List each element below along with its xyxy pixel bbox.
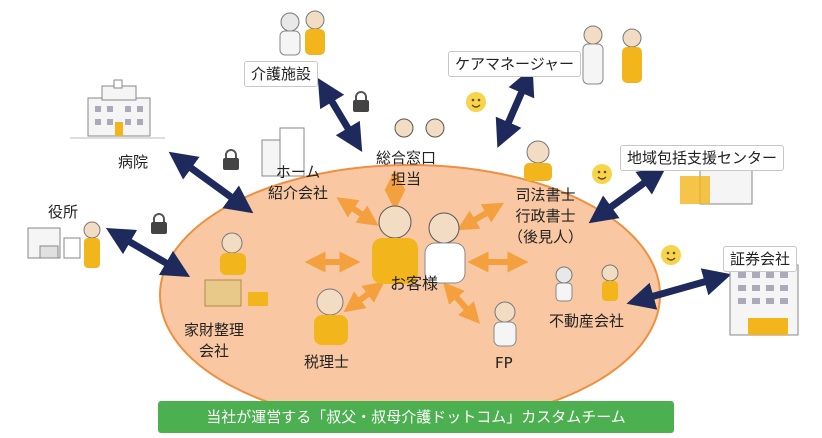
- label-shiho-shoshi-line1: 司法書士: [515, 186, 576, 204]
- label-zeirishi: 税理士: [304, 353, 350, 371]
- label-shiho-shoshi: 司法書士 行政書士 （後見人）: [508, 185, 583, 248]
- label-shiho-shoshi-line2: 行政書士: [515, 207, 576, 225]
- label-sogo-madoguchi: 総合窓口 担当: [376, 148, 436, 190]
- team-banner: 当社が運営する「叔父・叔母介護ドットコム」カスタムチーム: [158, 401, 674, 433]
- arrow-kaigo: [317, 77, 363, 153]
- lock-icon: [151, 213, 167, 234]
- arrow-byoin: [168, 151, 254, 214]
- orange-arrows: [304, 169, 529, 324]
- window-staff-figures: [394, 118, 445, 138]
- arrow-shoken: [626, 268, 732, 310]
- label-care-manager: ケアマネージャー: [448, 51, 581, 77]
- scrivener-figure: [524, 140, 552, 181]
- smiley-icon: [466, 92, 486, 112]
- label-byoin: 病院: [118, 153, 149, 171]
- office-building-icon: [261, 127, 305, 177]
- care-facility-figures: [279, 10, 325, 56]
- care-manager-figures: [582, 25, 642, 85]
- smiley-icon: [661, 245, 681, 265]
- label-home-shokai-line2: 紹介会社: [268, 184, 329, 202]
- label-customer: お客様: [390, 274, 439, 293]
- securities-building-icon: [729, 264, 799, 336]
- label-home-shokai: ホーム 紹介会社: [268, 162, 328, 204]
- customer-couple-figure: [372, 205, 466, 284]
- label-kazai-seiri-line2: 会社: [199, 342, 230, 360]
- organizer-figure: [204, 232, 268, 307]
- label-shiho-shoshi-line3: （後見人）: [508, 228, 584, 246]
- label-fudosan: 不動産会社: [549, 312, 625, 330]
- arrow-caremanager: [495, 67, 535, 148]
- lock-icon: [353, 91, 369, 112]
- arrow-yakusho: [105, 227, 191, 278]
- hospital-building-icon: [70, 79, 165, 139]
- lock-icon: [223, 149, 239, 170]
- label-fp: FP: [495, 354, 513, 372]
- label-kazai-seiri-line1: 家財整理: [184, 321, 245, 339]
- realestate-figures: [555, 264, 619, 302]
- navy-arrows: [105, 67, 732, 310]
- label-sogo-madoguchi-line2: 担当: [391, 170, 422, 188]
- fp-figure: [493, 301, 517, 347]
- label-kaigo-shisetsu: 介護施設: [244, 61, 319, 87]
- label-kazai-seiri: 家財整理 会社: [184, 320, 244, 362]
- label-yakusho: 役所: [48, 203, 79, 221]
- label-chiiki-center: 地域包括支援センター: [620, 145, 785, 171]
- city-hall-building-icon: [27, 227, 61, 259]
- label-home-shokai-line1: ホーム: [275, 163, 321, 181]
- arrow-chiiki: [588, 166, 667, 224]
- tax-accountant-figure: [314, 288, 348, 345]
- label-sogo-madoguchi-line1: 総合窓口: [376, 149, 437, 167]
- yakusho-visitor-figure: [63, 221, 101, 268]
- label-shoken: 証券会社: [723, 246, 798, 272]
- smiley-icon: [592, 164, 612, 184]
